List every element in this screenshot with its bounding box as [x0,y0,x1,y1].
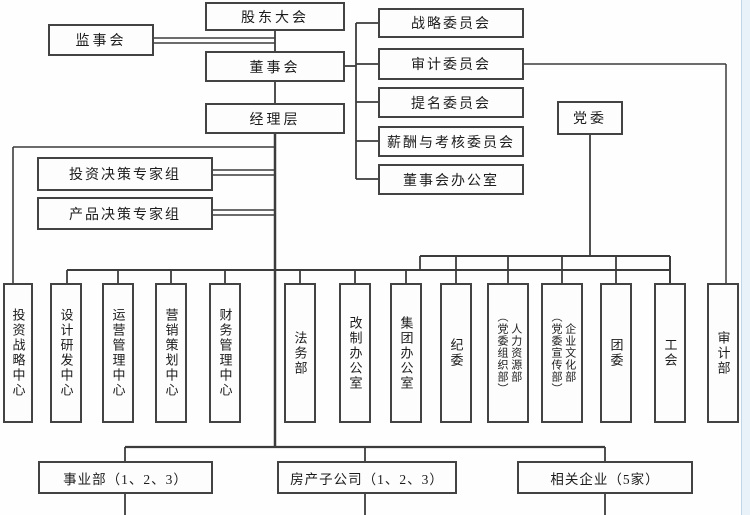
dept-box-investment-strategy-center: 投资战略中心 [3,283,33,423]
board-of-directors-label: 董事会 [249,60,301,76]
dept-box-labor-union: 工会 [654,283,686,423]
human-resources-label: 人力资源部 （党委组织部） [496,311,522,395]
related-enterprises-label: 相关企业（5家） [550,471,660,487]
dept-box-youth-league-committee: 团委 [600,283,632,423]
dept-box-design-rd-center: 设计研发中心 [50,283,82,423]
board-office-label: 董事会办公室 [403,173,499,189]
dept-box-audit-department: 审计部 [707,283,739,423]
dept-box-restructuring-office: 改制办公室 [339,283,371,423]
product-expert-group-label: 产品决策专家组 [69,207,181,223]
committee-box-strategy: 战略委员会 [378,8,524,38]
marketing-planning-center-label: 营销策划中心 [163,308,179,398]
corporate-culture-label: 企业文化部 （党委宣传部） [550,311,576,395]
dept-box-financial-management-center: 财务管理中心 [209,283,241,423]
youth-league-label: 团委 [608,338,624,368]
management-level-label: 经理层 [249,112,301,128]
design-rd-center-label: 设计研发中心 [58,308,74,398]
audit-committee-label: 审计委员会 [411,58,491,73]
page-edge-strip [741,0,750,515]
org-box-shareholders-meeting: 股东大会 [205,2,345,31]
connector-bottom-bus [124,445,606,515]
restructuring-office-label: 改制办公室 [347,315,363,391]
org-box-party-committee: 党委 [557,101,623,135]
financial-management-center-label: 财务管理中心 [217,308,233,398]
legal-department-label: 法务部 [292,330,308,376]
party-committee-label: 党委 [573,112,607,127]
dept-box-corporate-culture: 企业文化部 （党委宣传部） [541,283,583,423]
connector-committee-spine [345,22,378,180]
connector-expert-groups [12,146,275,283]
unit-box-real-estate-subsidiaries: 房产子公司（1、2、3） [277,461,457,494]
connector-management-bus [66,269,670,283]
org-box-supervisory-board: 监事会 [48,24,154,56]
labor-union-label: 工会 [662,338,678,368]
investment-strategy-center-label: 投资战略中心 [10,308,26,398]
committee-box-nomination: 提名委员会 [378,87,524,118]
investment-expert-group-label: 投资决策专家组 [69,168,181,183]
org-box-board-of-directors: 董事会 [205,51,345,82]
shareholders-meeting-label: 股东大会 [241,10,309,26]
operations-management-center-label: 运营管理中心 [110,308,126,398]
dept-box-legal-department: 法务部 [284,283,316,423]
strategy-committee-label: 战略委员会 [411,17,491,32]
committee-box-compensation-assessment: 薪酬与考核委员会 [378,126,524,157]
org-box-management-level: 经理层 [205,103,345,134]
committee-box-audit: 审计委员会 [378,48,524,80]
connector-audit-line [524,63,727,283]
real-estate-subsidiaries-label: 房产子公司（1、2、3） [290,471,444,487]
dept-box-discipline-inspection-commission: 纪委 [440,283,472,423]
unit-box-related-enterprises: 相关企业（5家） [517,461,693,494]
supervisory-board-label: 监事会 [75,34,127,49]
discipline-inspection-label: 纪委 [448,338,464,368]
org-box-investment-decision-expert-group: 投资决策专家组 [37,157,213,191]
dept-box-marketing-planning-center: 营销策划中心 [155,283,187,423]
unit-box-business-divisions: 事业部（1、2、3） [38,461,213,494]
org-box-product-decision-expert-group: 产品决策专家组 [37,197,213,230]
dept-box-operations-management-center: 运营管理中心 [102,283,134,423]
nomination-committee-label: 提名委员会 [411,96,491,112]
compensation-assessment-committee-label: 薪酬与考核委员会 [387,135,515,151]
connector-top-chain [154,31,277,447]
business-divisions-label: 事业部（1、2、3） [63,471,188,487]
dept-box-group-office: 集团办公室 [390,283,422,423]
connector-party-bus [419,135,671,283]
group-office-label: 集团办公室 [398,315,414,391]
dept-box-human-resources: 人力资源部 （党委组织部） [487,283,529,423]
committee-box-board-office: 董事会办公室 [378,164,524,195]
audit-department-label: 审计部 [715,330,731,376]
